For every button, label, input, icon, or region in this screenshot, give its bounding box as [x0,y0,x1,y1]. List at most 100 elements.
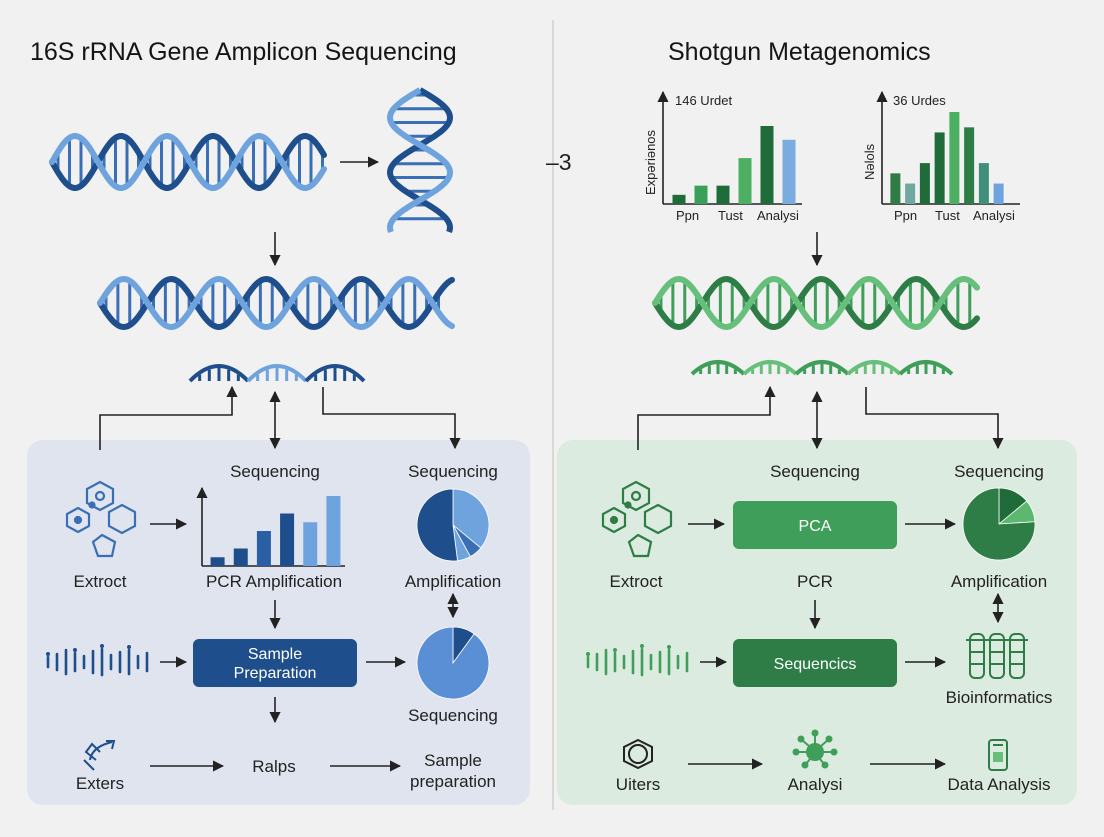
connector-left-a [99,385,238,450]
dna-arc [794,360,850,376]
read-dot [667,645,671,649]
network-icon [792,729,838,769]
bar [978,163,989,204]
left-title: 16S rRNA Gene Amplicon Sequencing [30,38,457,66]
helix-strand [387,87,453,233]
read-dot [127,645,131,649]
helix-strand [387,87,453,233]
left-label-sequencing-3: Sequencing [408,706,498,725]
right-label-analysi: Analysi [788,775,843,794]
dna-arc [742,360,798,376]
bar [782,139,796,204]
dna-arc [898,360,954,376]
chart1-tick-ppn: Ppn [676,208,699,223]
pie-slice [452,488,490,549]
left-label-sequencing-1: Sequencing [230,462,320,481]
left-label-amplification: Amplification [405,572,501,591]
dna-arc [304,364,366,383]
left-label-ralps: Ralps [252,757,295,776]
dna-arcs-right [690,360,954,376]
pie-slice [416,626,490,700]
phone-data-icon [988,739,1008,771]
helix-strand [652,275,980,331]
sequencics-label: Sequencics [774,656,857,673]
pie-slice [962,487,1036,561]
dna-arc [188,364,250,383]
chart2-tick-tust: Tust [935,208,960,223]
dna-helix-top-left [49,133,327,191]
left-label-sample-1: Sample [424,751,482,770]
chart-36-urdes: 36 Urdes Nəlols Ppn Tust Analysi [862,90,1020,223]
right-label-data-analysis: Data Analysis [948,775,1051,794]
right-label-pcr: PCR [797,572,833,591]
molecule-icon-right [601,480,673,558]
dna-arc [246,364,308,383]
left-label-pcr-amplification: PCR Amplification [206,572,342,591]
bar [694,185,708,204]
sequence-reads-icon-left [46,644,149,677]
test-tubes-icon [966,633,1028,679]
dna-helix-middle-left [97,275,455,331]
bar [993,183,1004,204]
exters-icon [83,740,116,771]
molecule-icon-left [65,480,137,558]
chart1-tick-analysi: Analysi [757,208,799,223]
helix-strand [97,275,455,331]
dna-helix-vertical [387,87,453,233]
helix-strand [652,275,980,331]
sample-prep-line1: Sample [248,646,302,663]
bar [256,531,271,566]
right-label-sequencing-1: Sequencing [770,462,860,481]
right-label-extract: Extroct [610,572,663,591]
helix-strand [97,275,455,331]
connector-right-c [865,387,1004,450]
bar [919,163,930,204]
read-dot [46,652,50,656]
bar [905,183,916,204]
uiters-icon [623,738,653,770]
sequence-reads-icon-right [586,644,689,677]
pca-box [733,501,897,549]
dna-arc [690,360,746,376]
dna-helix-middle-right [652,275,980,331]
bar [233,548,248,566]
sample-prep-line2: Preparation [234,665,317,682]
bar [326,496,341,566]
sample-preparation-box [193,639,357,687]
bar [303,522,318,566]
bar [964,127,975,204]
read-dot [640,644,644,648]
bar [949,112,960,204]
connector-left-c [322,387,461,450]
pie-chart-left-bottom [416,626,490,700]
read-dot [586,652,590,656]
chart1-ylabel: Expəriənos [643,129,658,195]
left-label-exters: Exters [76,774,124,793]
bar [210,557,225,566]
right-label-amplification: Amplification [951,572,1047,591]
dna-arc [846,360,902,376]
chart2-ylabel: Nəlols [862,143,877,180]
pie-slice [416,488,458,562]
right-label-sequencing-2: Sequencing [954,462,1044,481]
read-dot [613,648,617,652]
left-label-extract: Extroct [74,572,127,591]
read-dot [100,644,104,648]
connector-right-a [637,385,776,450]
right-label-bioinformatics: Bioinformatics [946,688,1053,707]
bar [280,513,295,566]
chart2-title: 36 Urdes [893,93,946,108]
read-dot [73,648,77,652]
chart2-tick-ppn: Ppn [894,208,917,223]
bar [890,173,901,204]
chart-146-urdet: 146 Urdet Expəriənos Ppn Tust Analysi [643,90,802,223]
right-title: Shotgun Metagenomics [668,38,931,66]
sequencics-box [733,639,897,687]
left-label-sequencing-2: Sequencing [408,462,498,481]
bar [760,126,774,204]
chart-pcr-amplification [196,486,345,567]
bar [672,194,686,204]
helix-strand [49,133,327,191]
